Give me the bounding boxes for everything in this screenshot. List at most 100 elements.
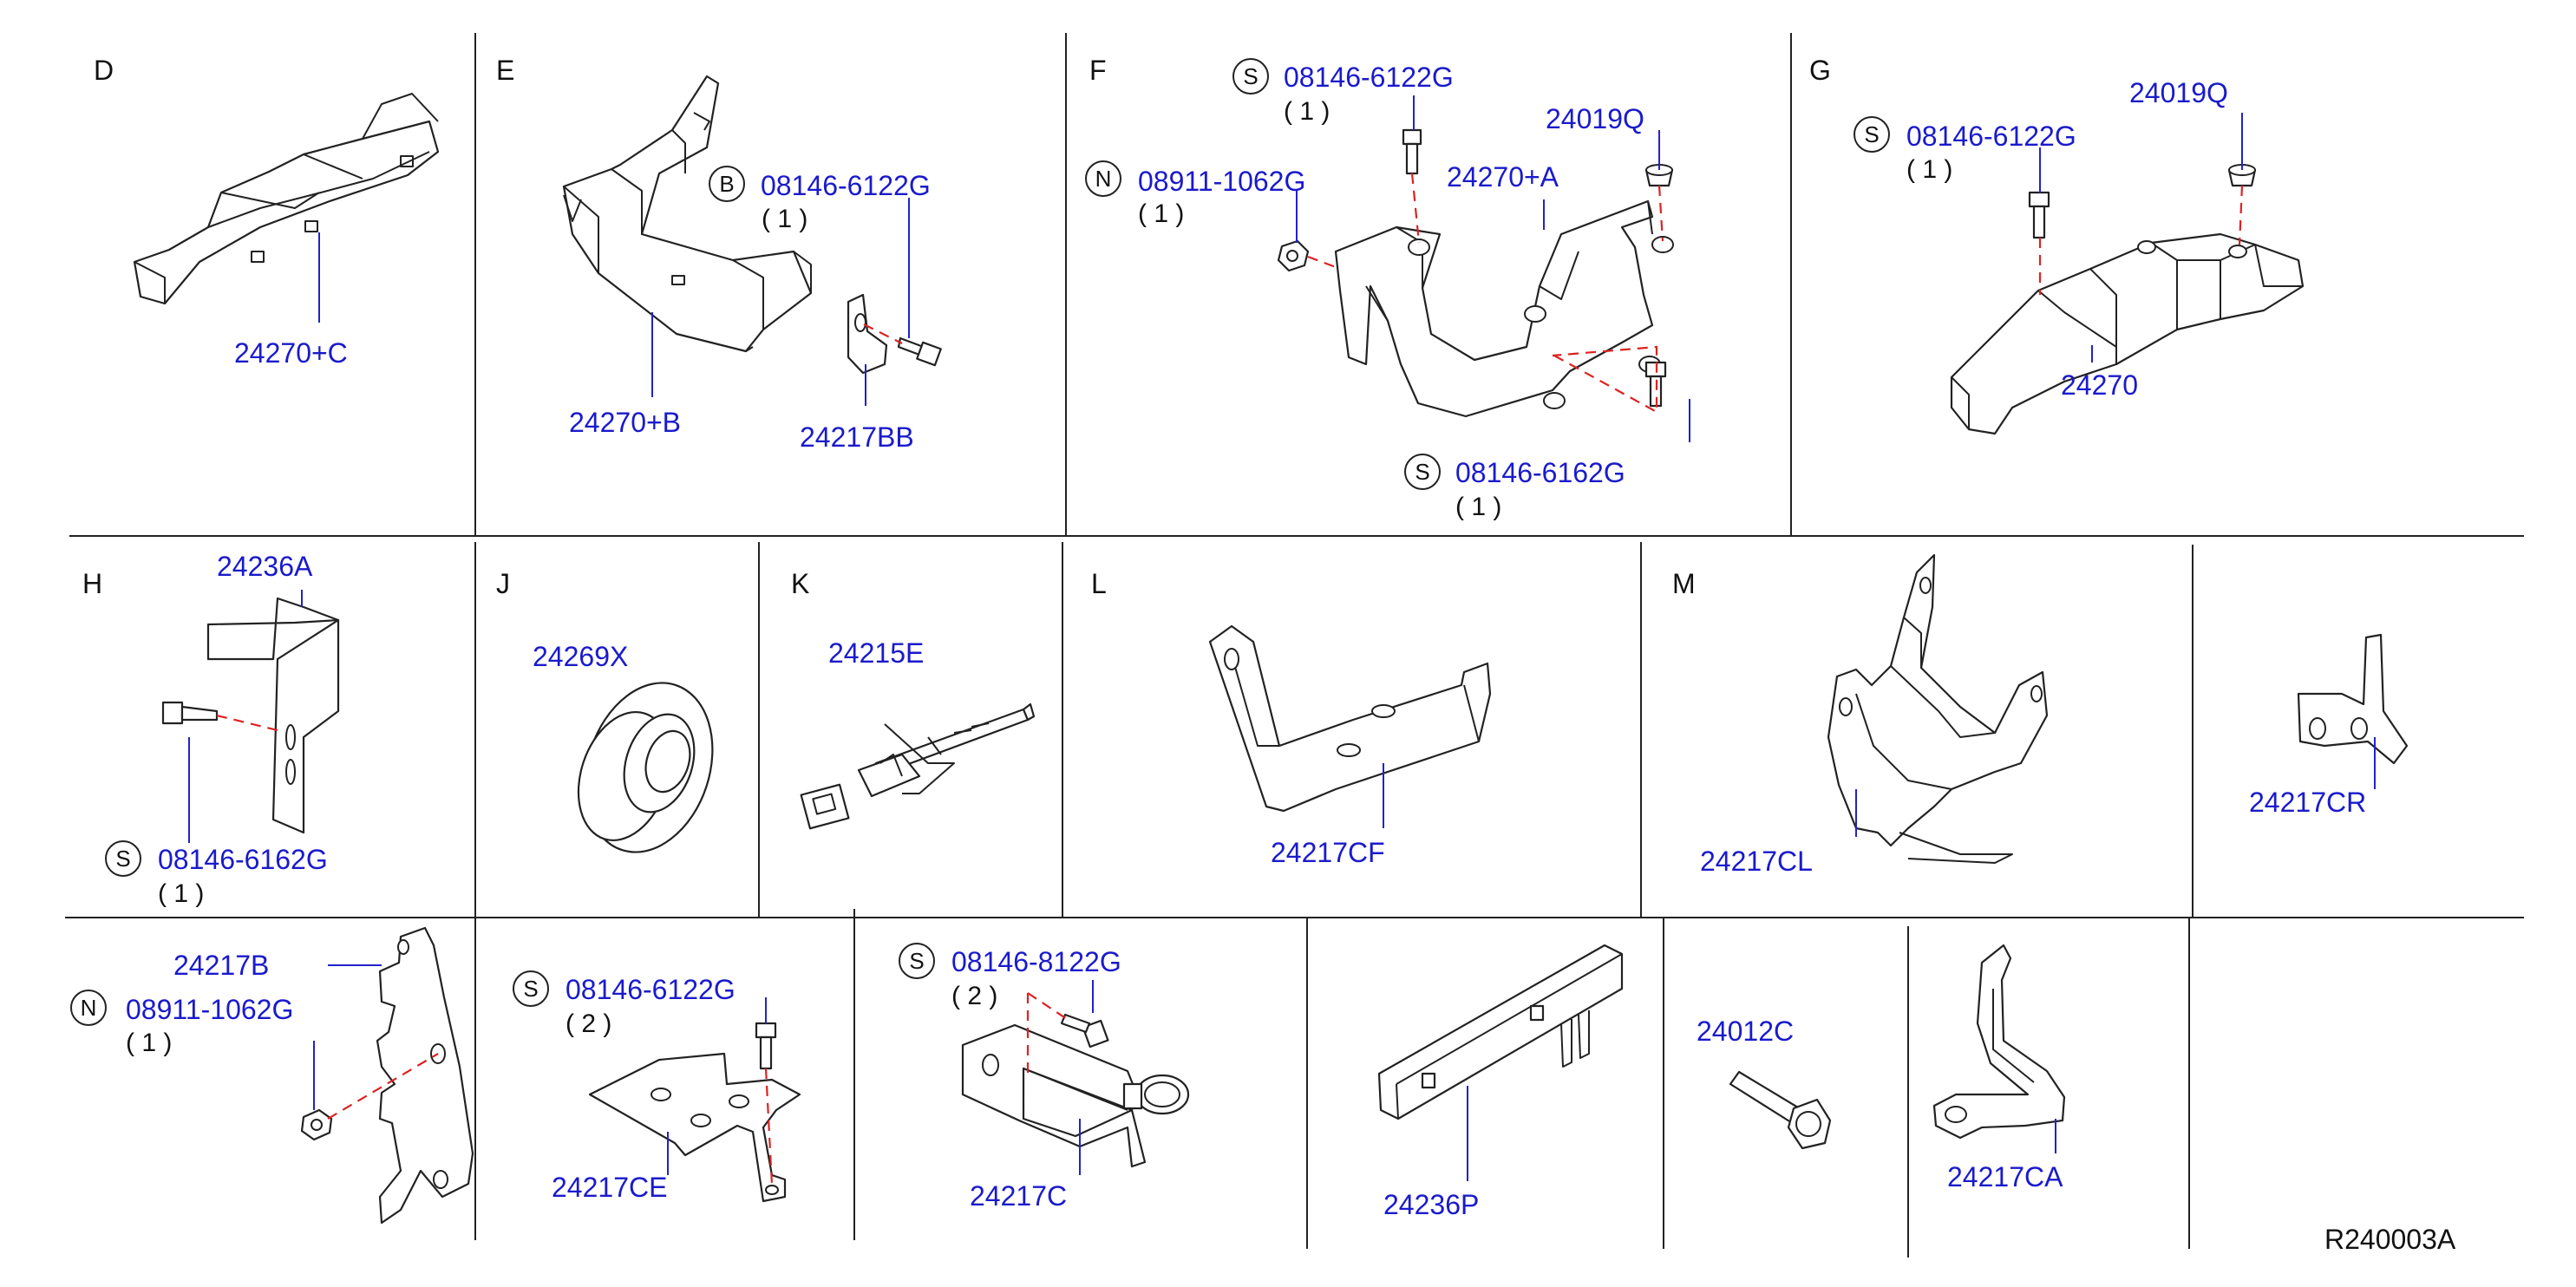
bracket-24217ce-drawing — [588, 1052, 801, 1203]
bracket-24217ca-drawing — [1932, 944, 2066, 1140]
symbol-circle-h — [105, 840, 141, 877]
bracket-24217c-drawing — [961, 1023, 1190, 1168]
section-label-k: K — [791, 568, 809, 599]
part-number-24012c: 24012C — [1697, 1016, 1794, 1047]
harness-protector-24270b-drawing — [562, 75, 813, 353]
part-number-24215e: 24215E — [828, 637, 924, 669]
part-number-bolt-f2: 08146-6162G — [1455, 457, 1625, 488]
symbol-letter-ce: S — [523, 976, 538, 1002]
bolt-ce-drawing — [755, 1022, 777, 1070]
cable-tie-24215e-drawing — [800, 702, 1036, 830]
part-number-bolt-e: 08146-6122G — [761, 170, 931, 201]
section-label-d: D — [94, 55, 114, 86]
quantity-c: ( 2 ) — [951, 982, 997, 1010]
section-24236p: 24236P — [1377, 944, 1624, 1220]
part-number-24217cf: 24217CF — [1271, 837, 1385, 868]
bracket-24217cf-drawing — [1208, 624, 1492, 813]
dashed-fit-g2 — [2238, 185, 2244, 245]
section-e: E B 08146-6122G ( 1 ) 24270+B — [496, 55, 942, 453]
symbol-circle-g — [1854, 116, 1890, 153]
symbol-letter-b: N — [81, 995, 97, 1021]
quantity-f3: ( 1 ) — [1455, 493, 1501, 521]
section-label-h: H — [82, 568, 102, 599]
part-number-24217ce: 24217CE — [552, 1172, 667, 1203]
dashed-fit-b — [327, 1053, 439, 1120]
section-label-m: M — [1672, 568, 1696, 599]
symbol-letter-c: S — [909, 948, 924, 974]
part-number-24217cl: 24217CL — [1700, 846, 1813, 877]
section-24217ca: 24217CA — [1932, 944, 2066, 1192]
symbol-letter-f1: S — [1243, 63, 1258, 89]
dashed-fit-ce — [764, 1068, 774, 1186]
part-number-bolt-h: 08146-6162G — [158, 844, 328, 875]
dashed-fit-e — [863, 323, 903, 344]
part-number-24217c: 24217C — [970, 1180, 1067, 1212]
part-number-24270c: 24270+C — [234, 337, 348, 369]
quantity-e: ( 1 ) — [762, 205, 807, 233]
part-number-24270b: 24270+B — [569, 407, 681, 438]
part-number-24217ca: 24217CA — [1947, 1161, 2063, 1192]
reference-code: R240003A — [2324, 1224, 2456, 1255]
quantity-h: ( 1 ) — [158, 879, 204, 908]
bolt-f-top-drawing — [1402, 128, 1422, 175]
part-number-24270a: 24270+A — [1447, 161, 1559, 193]
part-number-24019q-f: 24019Q — [1546, 103, 1644, 134]
nut-f-drawing — [1277, 239, 1310, 272]
section-label-e: E — [496, 55, 514, 86]
part-number-bolt-c: 08146-8122G — [951, 946, 1121, 977]
bolt-e-drawing — [897, 336, 942, 367]
section-label-f: F — [1089, 55, 1107, 86]
section-l: L 24217CF — [1091, 568, 1492, 868]
symbol-letter-g: S — [1864, 121, 1879, 147]
symbol-letter-f3: S — [1415, 459, 1429, 485]
symbol-letter-f2: N — [1095, 166, 1112, 192]
part-number-24236a: 24236A — [217, 551, 313, 582]
grid-lines — [65, 33, 2524, 1258]
bolt-c-drawing — [1060, 1013, 1109, 1049]
bracket-24217cl-drawing — [1827, 553, 2049, 864]
dashed-fit-f2 — [1657, 185, 1664, 242]
symbol-letter-e: B — [719, 171, 734, 197]
section-d: D 24270+C — [94, 55, 440, 369]
dashed-fit-f4 — [1552, 345, 1658, 414]
symbol-circle-f2 — [1085, 160, 1121, 197]
section-24217c: S 08146-8122G ( 2 ) 24217C — [899, 943, 1190, 1212]
symbol-circle-ce — [513, 970, 549, 1007]
section-label-l: L — [1091, 568, 1107, 599]
symbol-circle-f3 — [1404, 454, 1441, 490]
quantity-f2: ( 1 ) — [1138, 199, 1184, 228]
bracket-24217b-drawing — [376, 926, 474, 1225]
section-24217b: 24217B N 08911-1062G ( 1 ) — [70, 926, 474, 1225]
section-g: G S 08146-6122G ( 1 ) 2401 — [1809, 55, 2305, 435]
grommet-24269x-drawing — [577, 682, 714, 853]
symbol-letter-h: S — [115, 846, 130, 872]
quantity-b: ( 1 ) — [126, 1029, 172, 1057]
bolt-h-drawing — [161, 701, 219, 725]
part-number-24217b: 24217B — [173, 950, 269, 981]
symbol-circle-e — [709, 166, 745, 202]
symbol-circle-f1 — [1232, 58, 1269, 95]
dashed-fit-f1 — [1410, 173, 1421, 244]
part-number-24270: 24270 — [2061, 369, 2138, 401]
section-m: M 24217CL — [1672, 553, 2049, 877]
dashed-fit-c1 — [1027, 992, 1068, 1020]
part-number-bolt-ce: 08146-6122G — [566, 974, 736, 1005]
section-f: F — [1085, 55, 1690, 521]
part-number-24236p: 24236P — [1383, 1189, 1479, 1220]
nut-24217b-drawing — [300, 1108, 333, 1141]
part-number-bolt-g: 08146-6122G — [1906, 121, 2076, 152]
dashed-fit-h — [216, 714, 278, 732]
part-number-24019q-g: 24019Q — [2129, 77, 2228, 108]
section-k: K 24215E — [791, 568, 1036, 830]
bracket-24236p-drawing — [1377, 944, 1624, 1120]
dashed-fit-f3 — [1307, 255, 1337, 269]
quantity-ce: ( 2 ) — [566, 1009, 611, 1038]
symbol-circle-b — [70, 990, 107, 1026]
section-j: J 24269X — [496, 568, 714, 853]
section-cr: 24217CR — [2249, 633, 2409, 818]
quantity-f1: ( 1 ) — [1284, 97, 1330, 126]
part-number-bolt-f1: 08146-6122G — [1284, 62, 1454, 93]
section-label-j: J — [496, 568, 510, 599]
section-ce: S 08146-6122G ( 2 ) 24217CE — [513, 970, 801, 1203]
